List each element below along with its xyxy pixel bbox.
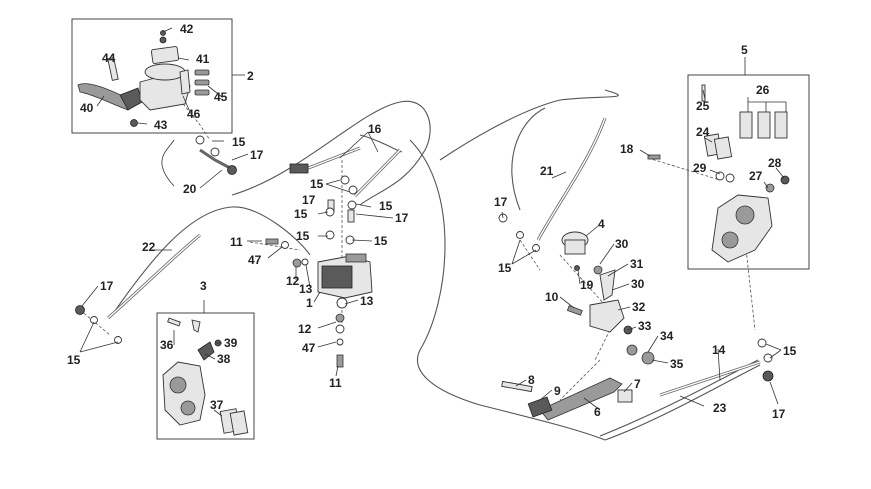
label-14: 14: [712, 343, 726, 357]
brake-hoses: [109, 89, 761, 441]
label-21: 21: [540, 164, 554, 178]
label-11-a: 11: [230, 235, 243, 249]
label-12-b: 12: [298, 322, 312, 336]
label-32: 32: [632, 300, 646, 314]
label-40: 40: [80, 101, 94, 115]
label-38: 38: [217, 352, 231, 366]
brake-pedal-part: [539, 377, 623, 421]
rear-caliper-body-part: [711, 194, 773, 263]
label-39: 39: [224, 336, 238, 350]
label-15-i: 15: [783, 344, 797, 358]
label-30-a: 30: [615, 237, 629, 251]
rear-master-cylinder-body-part: [589, 299, 625, 333]
label-7: 7: [634, 377, 641, 391]
front-caliper-group-box: [156, 312, 255, 440]
label-41: 41: [196, 52, 210, 66]
label-28: 28: [768, 156, 782, 170]
rear-hose-fittings: [75, 305, 774, 382]
label-44: 44: [102, 51, 116, 65]
label-10: 10: [545, 290, 559, 304]
label-18: 18: [620, 142, 634, 156]
label-42: 42: [180, 22, 194, 36]
label-17-d: 17: [100, 279, 114, 293]
label-8: 8: [528, 373, 535, 387]
label-13-a: 13: [299, 282, 313, 296]
label-24: 24: [696, 125, 710, 139]
label-37: 37: [210, 398, 224, 412]
label-6: 6: [594, 405, 601, 419]
front-master-cylinder-parts: [77, 30, 210, 127]
label-23: 23: [713, 401, 727, 415]
label-17-a: 17: [250, 148, 264, 162]
hose-23-inner: [659, 361, 761, 396]
label-33: 33: [638, 319, 652, 333]
label-15-e: 15: [296, 229, 310, 243]
label-27: 27: [749, 169, 763, 183]
label-3: 3: [200, 279, 207, 293]
label-19: 19: [580, 278, 594, 292]
label-5: 5: [741, 43, 748, 57]
label-15-a: 15: [232, 135, 246, 149]
label-36: 36: [160, 338, 174, 352]
hose-16-lower-inner: [354, 149, 401, 197]
hose-20: [199, 148, 231, 170]
label-34: 34: [660, 329, 674, 343]
rear-caliper-group-box: [687, 74, 810, 270]
label-15-c: 15: [379, 199, 393, 213]
label-46: 46: [187, 107, 201, 121]
label-43: 43: [154, 118, 168, 132]
reference-labels: 2 42 41 44 45 40 46 43 15 17 20 16 15 17…: [67, 22, 797, 421]
label-35: 35: [670, 357, 684, 371]
label-29: 29: [693, 161, 707, 175]
leader-lines: [79, 27, 787, 417]
pivot-pin-part: [107, 57, 119, 81]
label-31: 31: [630, 257, 644, 271]
label-16: 16: [368, 122, 382, 136]
assembly-dashed-lines: [79, 99, 756, 401]
label-45: 45: [214, 90, 228, 104]
label-15-g: 15: [67, 353, 81, 367]
label-47-a: 47: [248, 253, 262, 267]
label-17-c: 17: [395, 211, 409, 225]
abs-unit-parts: [195, 135, 373, 368]
rear-master-cylinder-parts: [498, 213, 655, 421]
label-15-b: 15: [310, 177, 324, 191]
label-30-b: 30: [631, 277, 645, 291]
label-11-b: 11: [329, 376, 342, 390]
label-1: 1: [306, 296, 313, 310]
label-15-d: 15: [294, 207, 308, 221]
front-caliper-parts: [162, 317, 249, 436]
label-15-h: 15: [498, 261, 512, 275]
front-caliper-body-part: [162, 361, 206, 426]
label-12-a: 12: [286, 274, 300, 288]
label-22: 22: [142, 240, 156, 254]
label-9: 9: [554, 384, 561, 398]
hose-21-inner: [537, 117, 606, 241]
label-17-f: 17: [772, 407, 786, 421]
label-17-e: 17: [494, 195, 508, 209]
label-26: 26: [756, 83, 770, 97]
label-15-f: 15: [374, 234, 388, 248]
hose-22-inner: [107, 234, 201, 319]
label-25: 25: [696, 99, 710, 113]
label-47-b: 47: [302, 341, 316, 355]
label-2: 2: [247, 69, 254, 83]
front-master-cylinder-group-box: [71, 18, 233, 134]
label-17-b: 17: [302, 193, 316, 207]
label-13-b: 13: [360, 294, 374, 308]
label-20: 20: [183, 182, 197, 196]
label-4: 4: [598, 217, 605, 231]
